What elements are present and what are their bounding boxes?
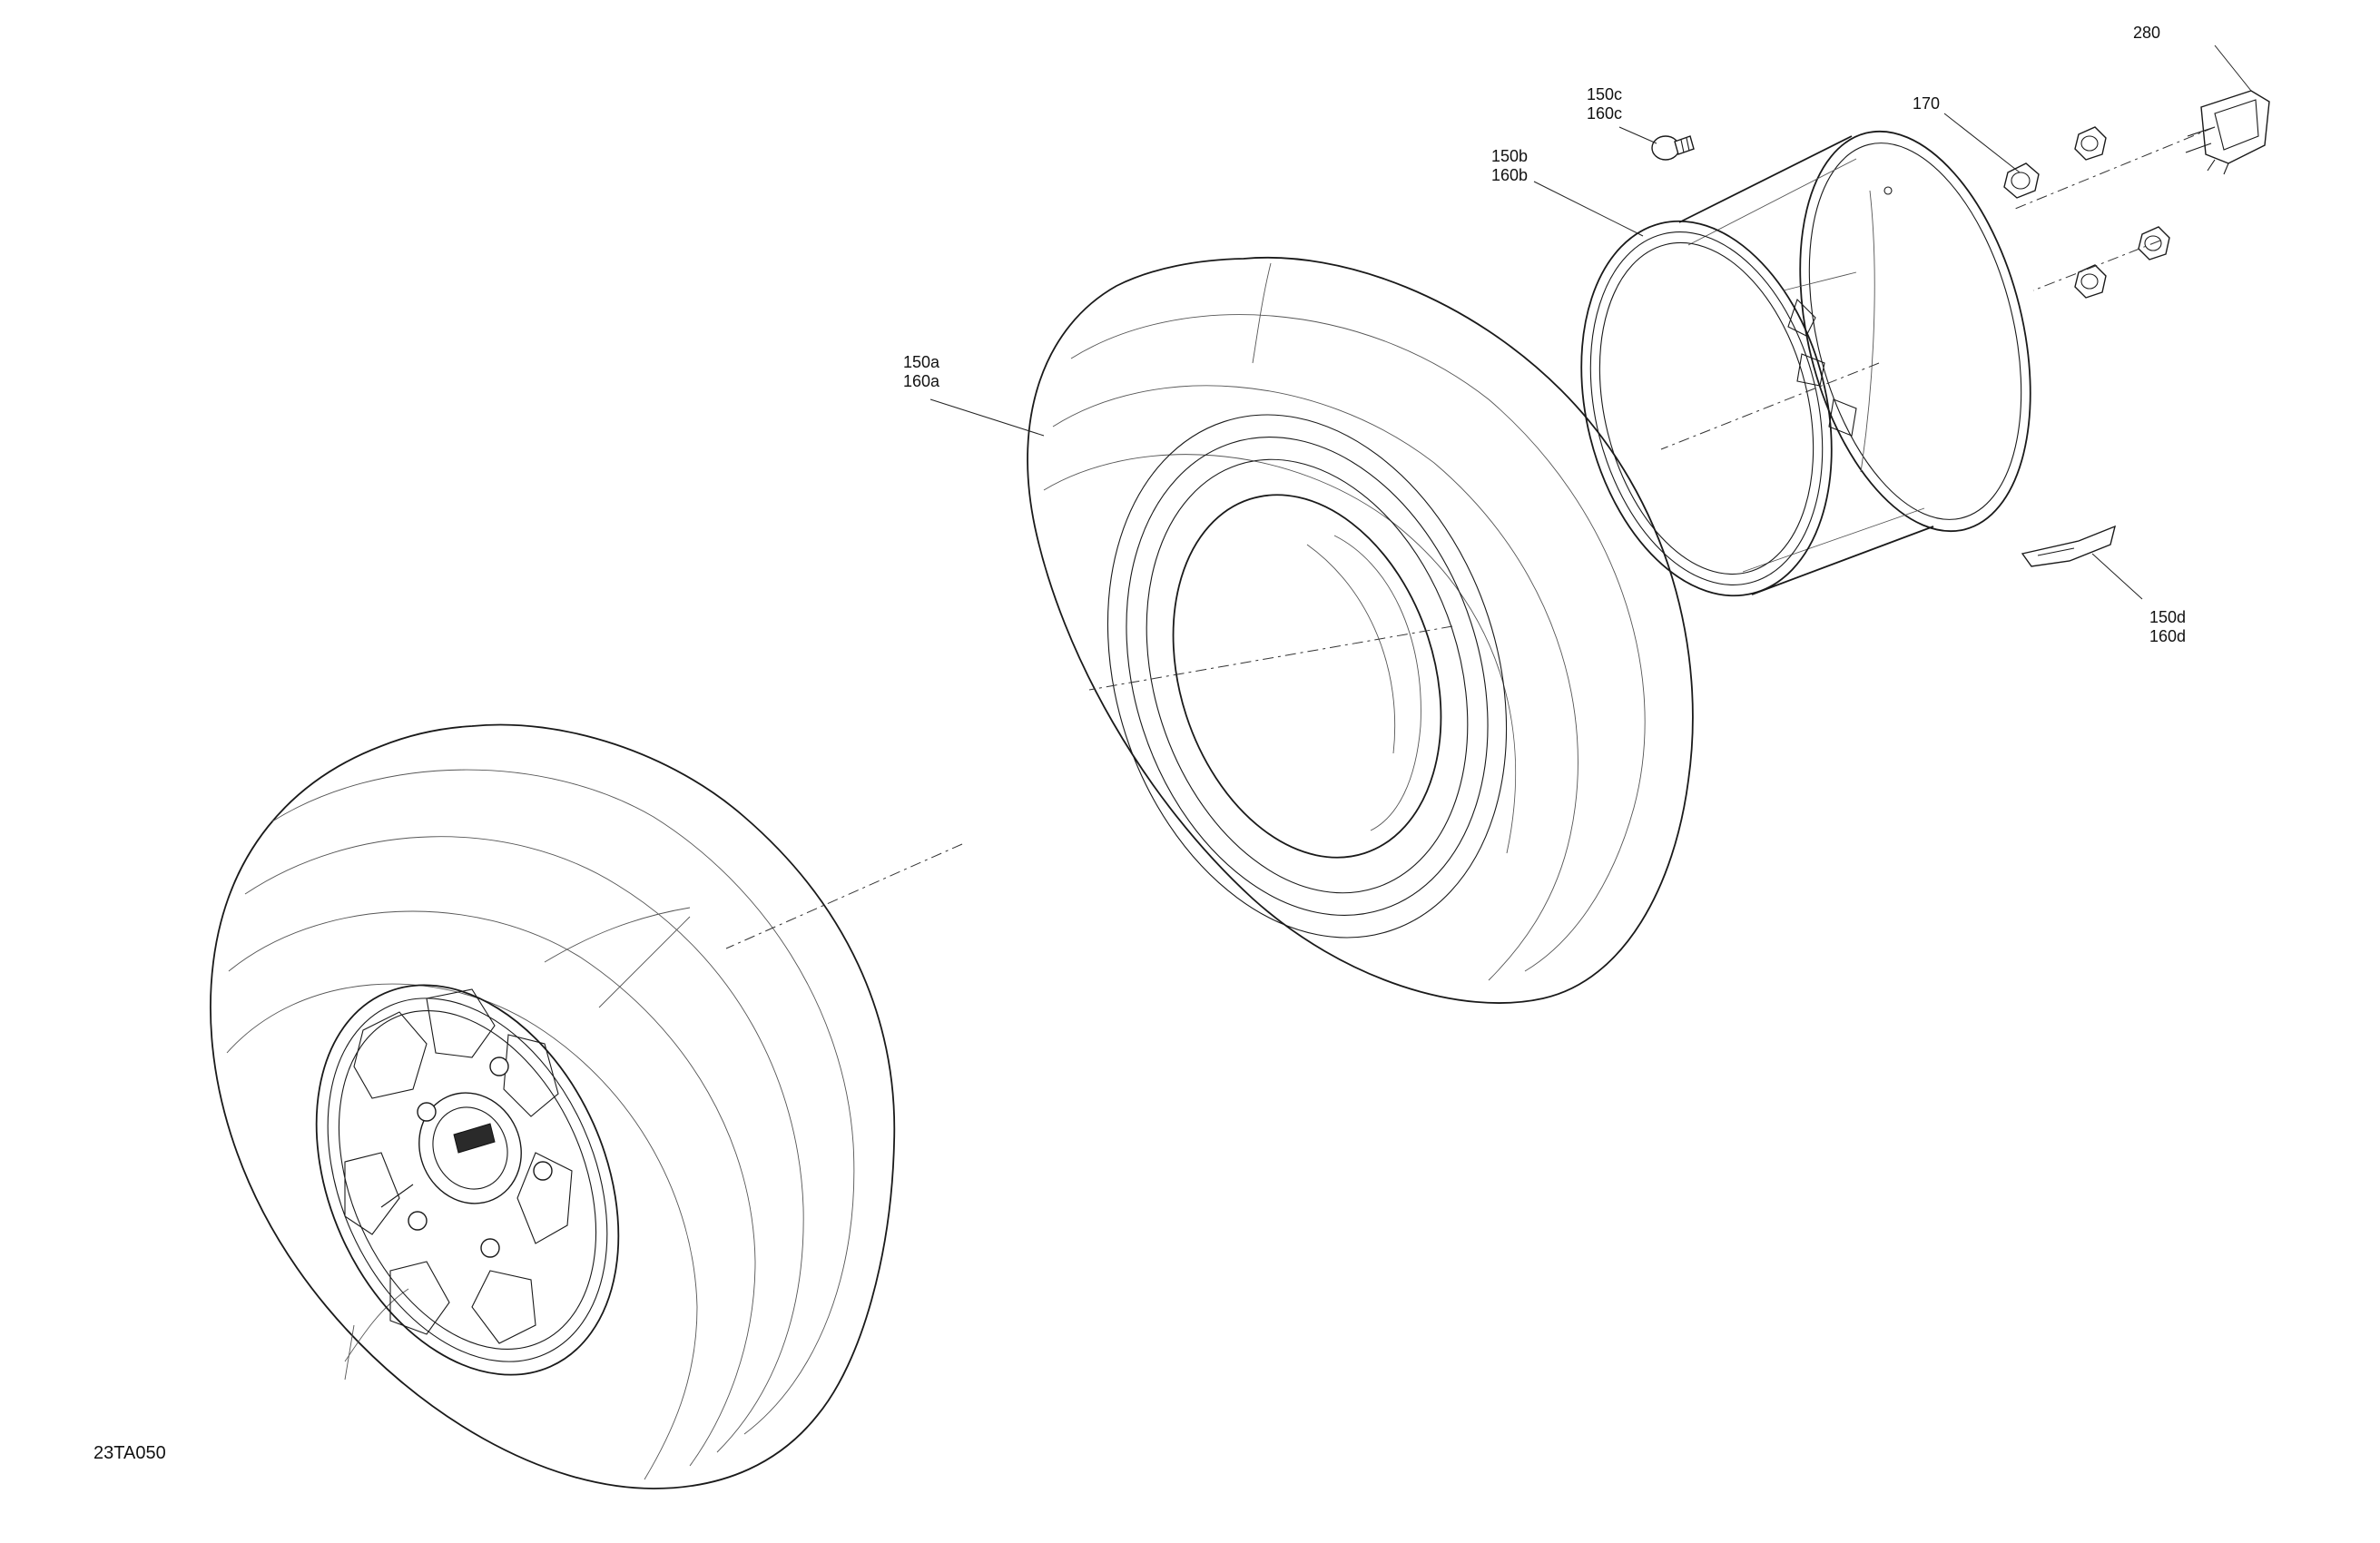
callout-150d: 150d [2149, 608, 2186, 626]
callout-280: 280 [2133, 24, 2160, 42]
exploded-rim [1580, 130, 2031, 597]
assembled-wheel [210, 723, 896, 1489]
callout-160c: 160c [1587, 104, 1622, 123]
center-axis-lines [725, 126, 2216, 949]
drawing-code: 23TA050 [93, 1443, 166, 1463]
callout-150b: 150b [1491, 147, 1528, 165]
callout-160a: 160a [903, 372, 940, 390]
lug-nut-parts [2003, 126, 2170, 299]
hub-cap-part [2185, 90, 2270, 175]
callout-150a: 150a [903, 353, 940, 371]
valve-stem-part [1651, 135, 1695, 161]
callout-160b: 160b [1491, 166, 1528, 184]
callout-160d: 160d [2149, 627, 2186, 645]
hub-cap-logo [453, 1123, 496, 1154]
mounted-lug-nuts [408, 1057, 553, 1258]
leader-lines [929, 44, 2252, 600]
callout-170: 170 [1913, 94, 1940, 113]
wheel-weight-part [2021, 525, 2117, 567]
exploded-tire [1027, 256, 1694, 1004]
callout-150c: 150c [1587, 85, 1622, 103]
